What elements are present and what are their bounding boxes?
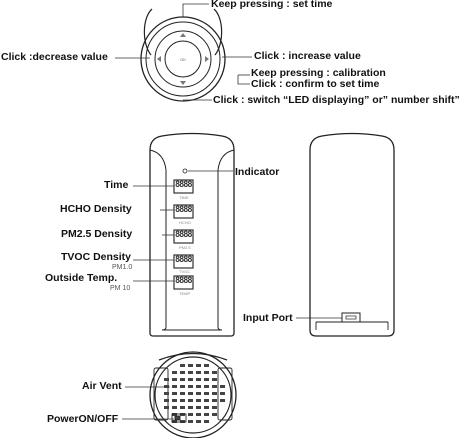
vent-slot bbox=[172, 406, 177, 409]
vent-slot bbox=[188, 378, 193, 381]
vent-slot bbox=[196, 371, 201, 374]
vent-slot bbox=[196, 378, 201, 381]
vent-slot bbox=[196, 392, 201, 395]
vent-slot bbox=[180, 385, 185, 388]
vent-slot bbox=[180, 406, 185, 409]
vent-slot bbox=[212, 413, 217, 416]
display-caption: TVOC bbox=[179, 269, 191, 274]
temp-digits: 8888 bbox=[175, 276, 193, 286]
vent-slot bbox=[212, 371, 217, 374]
vent-slot bbox=[172, 385, 177, 388]
vent-slot bbox=[212, 378, 217, 381]
vent-slot bbox=[212, 385, 217, 388]
label-click-confirm: Click : confirm to set time bbox=[251, 78, 380, 90]
vent-slot bbox=[188, 420, 193, 423]
vent-slot bbox=[164, 385, 169, 388]
label-tvoc: TVOC Density bbox=[61, 251, 132, 263]
label-power: PowerON/OFF bbox=[47, 413, 119, 425]
vent-slot bbox=[172, 399, 177, 402]
vent-slot bbox=[180, 413, 185, 416]
label-air-vent: Air Vent bbox=[82, 380, 122, 392]
vent-slot bbox=[196, 413, 201, 416]
power-switch bbox=[171, 413, 187, 423]
vent-slot bbox=[188, 392, 193, 395]
vent-slot bbox=[188, 413, 193, 416]
vent-slot bbox=[204, 385, 209, 388]
vent-slot bbox=[204, 399, 209, 402]
vent-slot bbox=[204, 420, 209, 423]
vent-slot bbox=[204, 392, 209, 395]
vent-slot bbox=[212, 406, 217, 409]
top-view: OK bbox=[140, 8, 226, 102]
vent-slot bbox=[172, 378, 177, 381]
label-hcho: HCHO Density bbox=[60, 203, 132, 215]
label-click-decrease: Click :decrease value bbox=[1, 51, 108, 63]
vent-slot bbox=[220, 385, 225, 388]
vent-slot bbox=[172, 392, 177, 395]
label-pm10-left: PM1.0 bbox=[112, 264, 133, 271]
back-view bbox=[309, 132, 395, 337]
display-caption: PM2.5 bbox=[179, 245, 191, 250]
vent-slot bbox=[164, 399, 169, 402]
display-caption: TEMP bbox=[179, 291, 191, 296]
vent-slot bbox=[212, 399, 217, 402]
vent-slot bbox=[172, 420, 177, 423]
vent-slot bbox=[196, 385, 201, 388]
ok-key-label: OK bbox=[180, 57, 186, 62]
vent-slot bbox=[196, 420, 201, 423]
label-outside-temp: Outside Temp. bbox=[45, 272, 118, 284]
vent-slot bbox=[196, 406, 201, 409]
tvoc-digits: 8888 bbox=[175, 255, 193, 265]
vent-slot bbox=[164, 378, 169, 381]
vent-slot bbox=[196, 399, 201, 402]
label-pm25: PM2.5 Density bbox=[61, 228, 133, 240]
pm25-digits: 8888 bbox=[175, 230, 193, 240]
display-caption: TIME bbox=[179, 195, 189, 200]
display-caption: HCHO bbox=[179, 220, 191, 225]
vent-slot bbox=[196, 364, 201, 367]
vent-slot bbox=[220, 392, 225, 395]
vent-slot bbox=[180, 364, 185, 367]
vent-slot bbox=[180, 378, 185, 381]
vent-slot bbox=[180, 420, 185, 423]
time-digits: 8888 bbox=[175, 180, 193, 190]
vent-slot bbox=[180, 371, 185, 374]
front-leaders bbox=[133, 170, 233, 282]
vent-slot bbox=[164, 392, 169, 395]
vent-slot bbox=[204, 378, 209, 381]
label-time: Time bbox=[104, 179, 129, 191]
vent-slot bbox=[188, 399, 193, 402]
vent-slot bbox=[180, 392, 185, 395]
vent-slot bbox=[204, 364, 209, 367]
label-hold-calibration: Keep pressing : calibration bbox=[251, 67, 386, 79]
digit-displays bbox=[173, 179, 194, 290]
hcho-digits: 8888 bbox=[175, 205, 193, 215]
vent-slot bbox=[188, 371, 193, 374]
vent-slot bbox=[212, 392, 217, 395]
vent-slot bbox=[180, 399, 185, 402]
top-leaders bbox=[115, 3, 252, 101]
vent-slot bbox=[220, 399, 225, 402]
vent-slot bbox=[164, 406, 169, 409]
vent-slot bbox=[172, 371, 177, 374]
vent-slot bbox=[204, 413, 209, 416]
label-indicator: Indicator bbox=[235, 166, 280, 178]
vent-slot bbox=[204, 371, 209, 374]
label-pm10-right: PM 10 bbox=[110, 285, 131, 292]
front-view bbox=[149, 132, 235, 337]
vent-slot bbox=[204, 406, 209, 409]
vent-slot bbox=[188, 406, 193, 409]
bottom-leaders bbox=[122, 386, 174, 420]
bottom-view bbox=[149, 351, 237, 438]
vent-slot bbox=[188, 364, 193, 367]
label-click-switch: Click : switch “LED displaying” or” numb… bbox=[213, 94, 460, 106]
vent-slot bbox=[172, 413, 177, 416]
label-click-increase: Click : increase value bbox=[254, 50, 361, 62]
air-vent-grille bbox=[164, 364, 225, 423]
vent-slot bbox=[188, 385, 193, 388]
label-input-port: Input Port bbox=[243, 312, 293, 324]
label-hold-set-time: Keep pressing : set time bbox=[211, 0, 333, 10]
